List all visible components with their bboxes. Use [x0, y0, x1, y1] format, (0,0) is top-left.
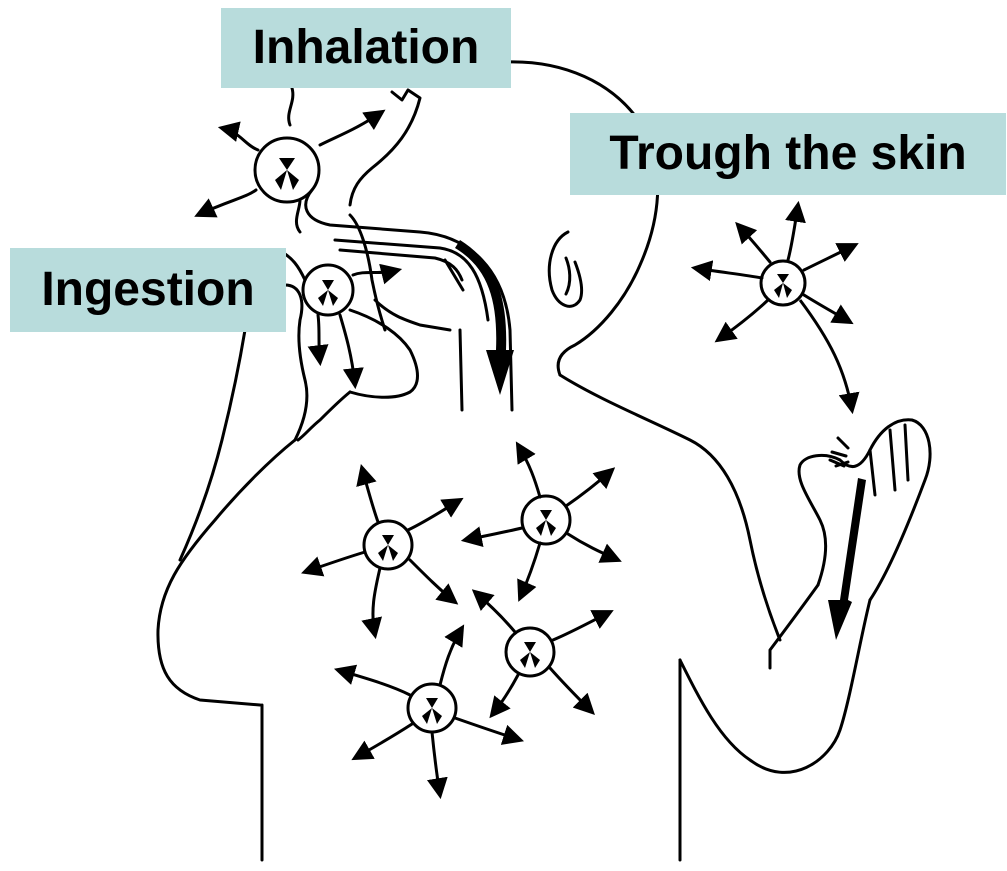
- radiation-source-icon: [761, 261, 805, 305]
- right-shoulder: [560, 375, 780, 640]
- left-arm: [180, 330, 245, 560]
- radiation-source-icon: [506, 628, 554, 676]
- radiation-source-icon: [303, 265, 353, 315]
- radiation-source-icon: [522, 496, 570, 544]
- radiation-source-icon: [255, 138, 319, 202]
- ingestion-label: Ingestion: [10, 248, 286, 332]
- skin-impact-marks: [830, 438, 848, 466]
- pathway-arrow-icon: [828, 478, 866, 640]
- head-outline: [505, 62, 658, 375]
- radiation-source-icon: [364, 521, 412, 569]
- left-shoulder: [158, 440, 295, 705]
- pathway-arrows: [455, 240, 866, 640]
- radiation-ray-arrow-icon: [695, 205, 855, 340]
- radiation-ray-arrow-icon: [475, 592, 610, 715]
- pathway-arrow-icon: [455, 240, 514, 395]
- inhalation-label: Inhalation: [221, 8, 511, 88]
- radiation-source-icon: [408, 684, 456, 732]
- skin-absorption-label: Trough the skin: [570, 113, 1006, 195]
- skin-entry-arrow: [800, 300, 852, 410]
- face-profile: [350, 90, 420, 205]
- right-hand: [799, 420, 930, 600]
- radiation-ray-arrow-icon: [465, 445, 618, 598]
